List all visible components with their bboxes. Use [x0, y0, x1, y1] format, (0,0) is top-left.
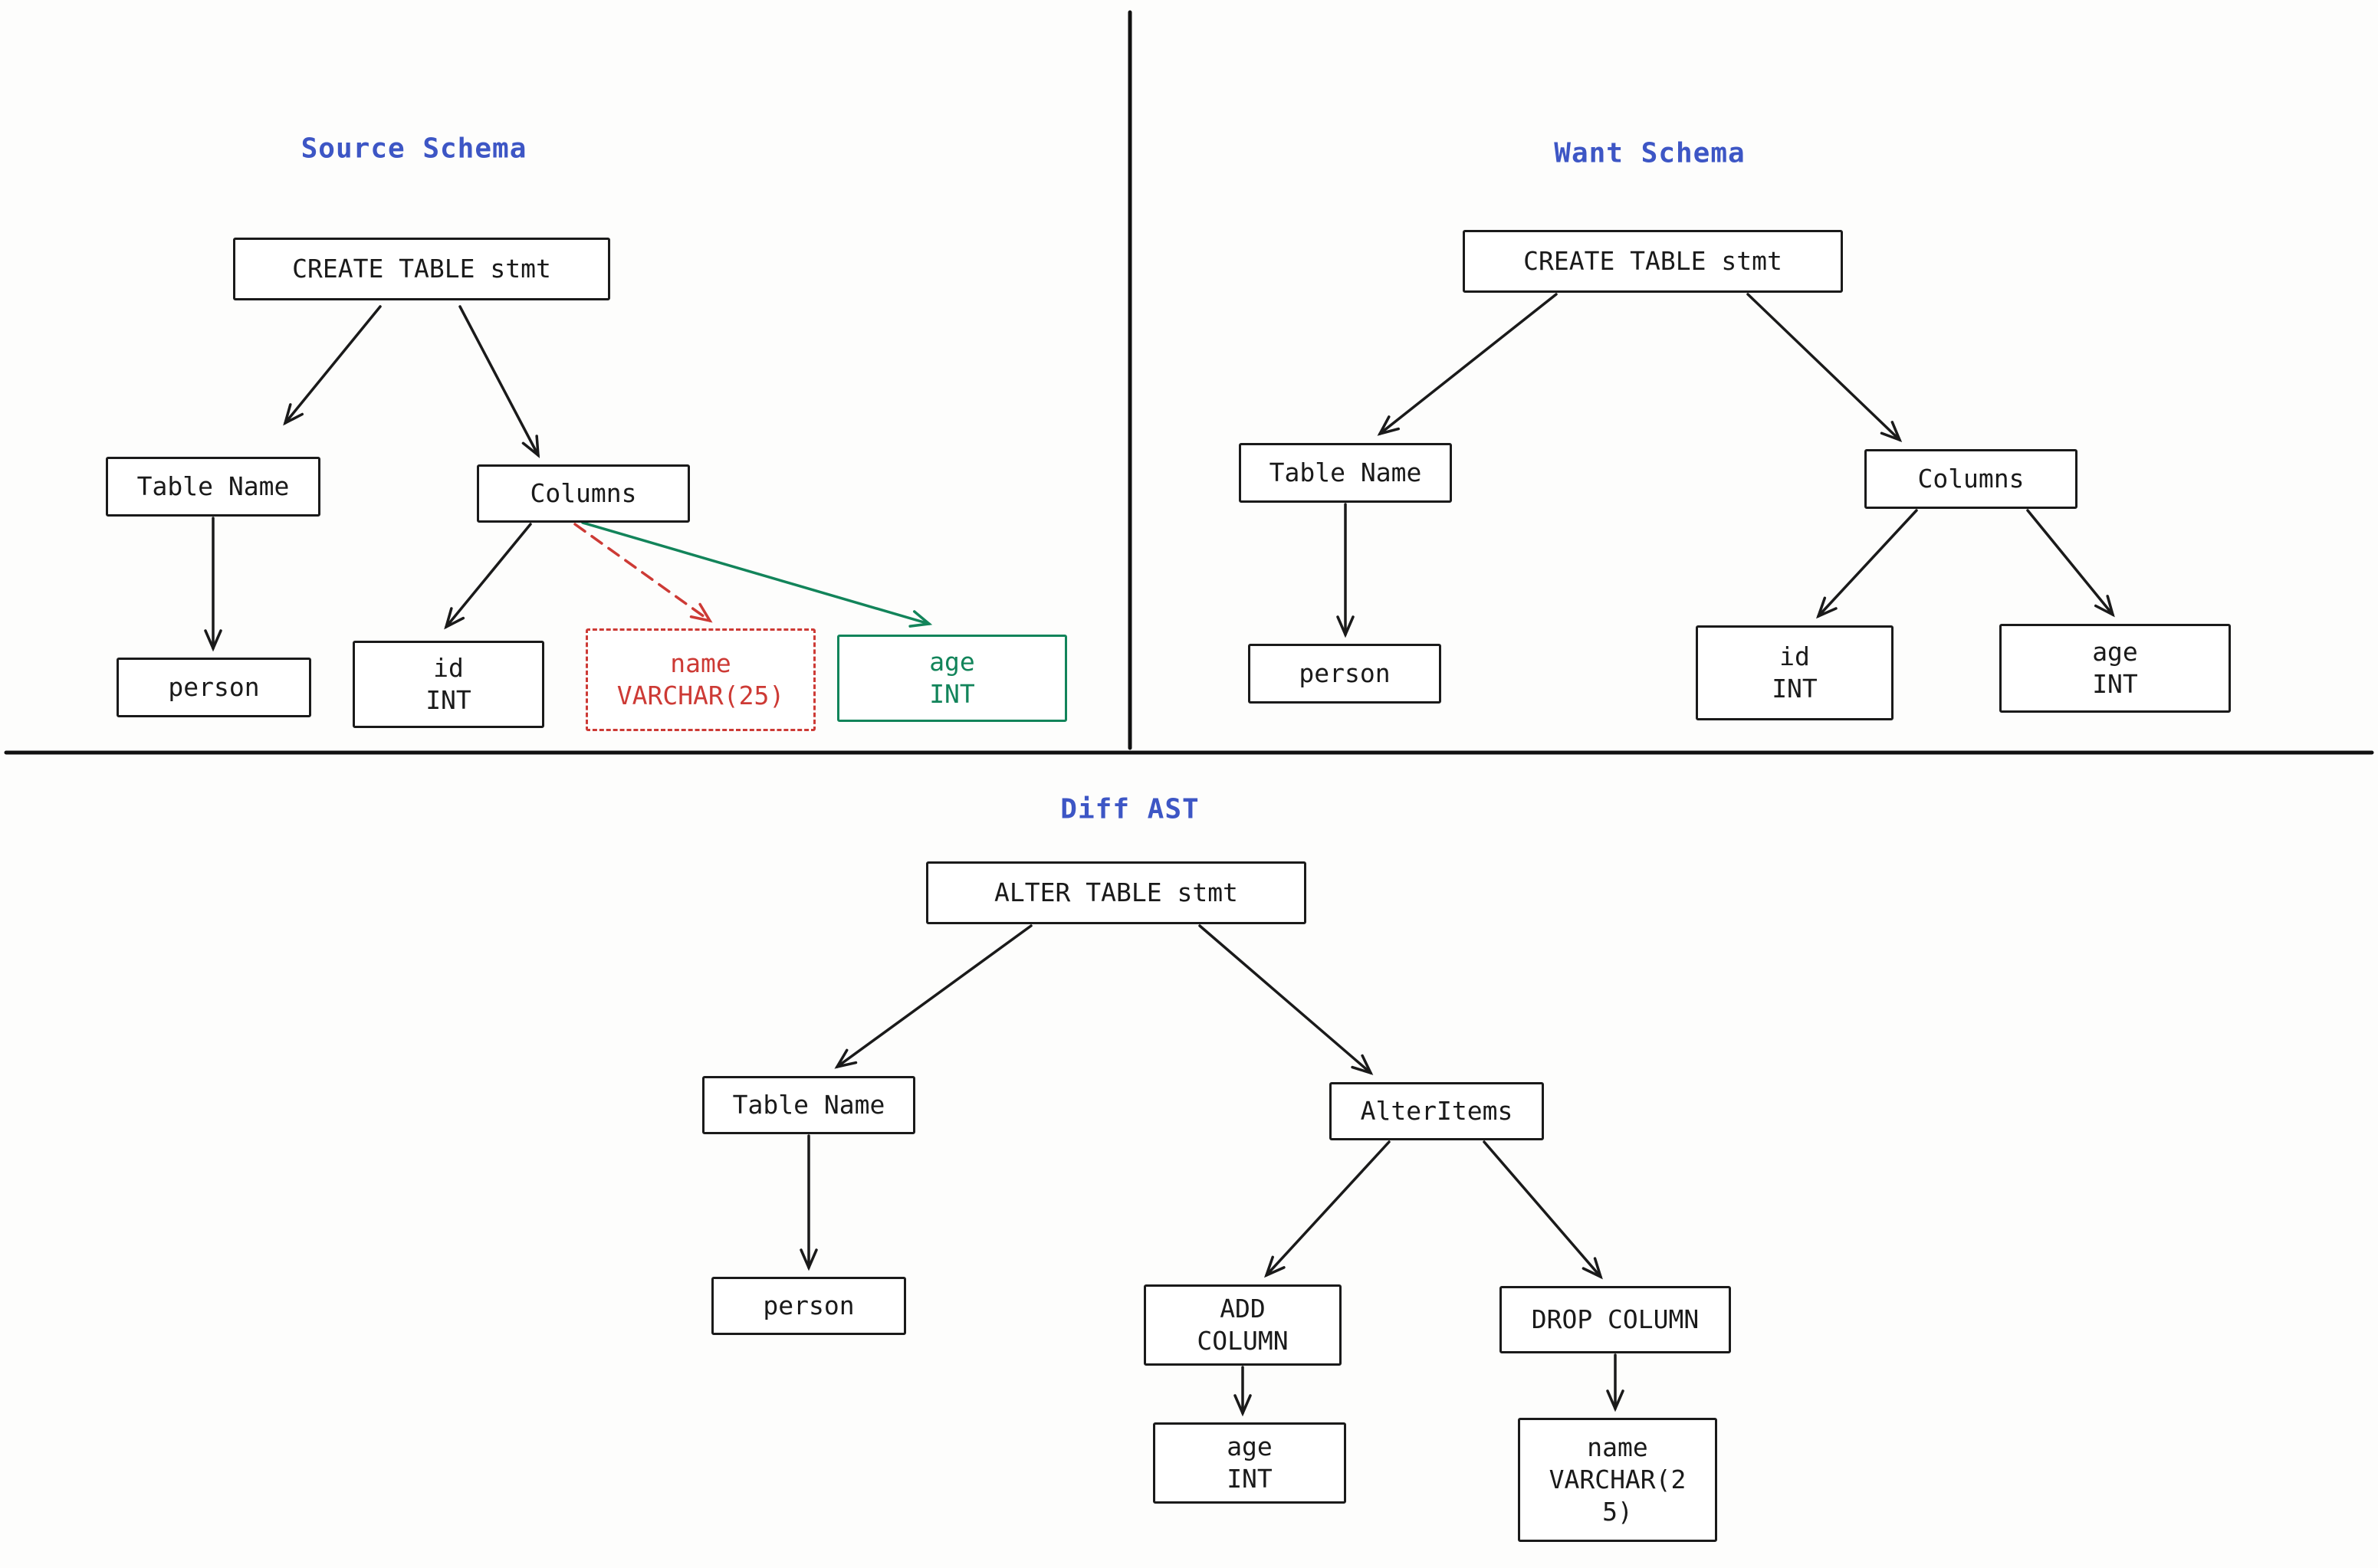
- want-columns-node: Columns: [1864, 449, 2077, 509]
- diff-alter-items-node: AlterItems: [1329, 1082, 1544, 1140]
- edge-want-create-to-columns: [1746, 293, 1903, 443]
- edge-source-create-to-table-name: [283, 305, 382, 426]
- edge-want-columns-to-id: [1816, 509, 1918, 619]
- source-id-int-node: id INT: [353, 641, 544, 728]
- source-columns-node: Columns: [477, 464, 690, 523]
- edge-want-create-to-table-name: [1377, 293, 1558, 436]
- diff-table-name-node: Table Name: [702, 1076, 915, 1134]
- edge-diff-alter-to-table-name: [834, 924, 1033, 1069]
- diff-person-node: person: [711, 1277, 906, 1335]
- source-name-varchar-node-removed: name VARCHAR(25): [586, 628, 816, 731]
- want-id-int-node: id INT: [1696, 625, 1894, 720]
- diff-add-column-node: ADD COLUMN: [1144, 1284, 1342, 1366]
- edge-diff-alter-to-alter-items: [1198, 924, 1374, 1075]
- edge-source-columns-to-age-added: [581, 521, 933, 628]
- source-panel-title: Source Schema: [301, 133, 527, 165]
- edge-diff-alter-items-to-add-column: [1264, 1140, 1391, 1278]
- diff-alter-table-node: ALTER TABLE stmt: [926, 861, 1306, 924]
- want-person-node: person: [1248, 644, 1441, 704]
- source-age-int-node-added: age INT: [837, 635, 1067, 722]
- diff-age-int-node: age INT: [1153, 1422, 1346, 1504]
- source-person-node: person: [117, 658, 311, 717]
- want-table-name-node: Table Name: [1239, 443, 1452, 503]
- source-table-name-node: Table Name: [106, 457, 320, 517]
- source-create-table-node: CREATE TABLE stmt: [233, 238, 610, 300]
- diff-drop-column-node: DROP COLUMN: [1499, 1286, 1731, 1353]
- want-age-int-node: age INT: [1999, 624, 2231, 713]
- diff-panel-title: Diff AST: [1060, 793, 1200, 825]
- edge-source-create-to-columns: [458, 305, 540, 458]
- diff-name-varchar-node: name VARCHAR(2 5): [1518, 1418, 1717, 1542]
- edge-source-columns-to-name-removed: [573, 523, 713, 623]
- edge-want-columns-to-age: [2026, 509, 2115, 618]
- edge-diff-alter-items-to-drop-column: [1483, 1140, 1603, 1280]
- want-panel-title: Want Schema: [1554, 137, 1746, 169]
- edge-source-columns-to-id: [444, 523, 532, 630]
- want-create-table-node: CREATE TABLE stmt: [1463, 230, 1843, 293]
